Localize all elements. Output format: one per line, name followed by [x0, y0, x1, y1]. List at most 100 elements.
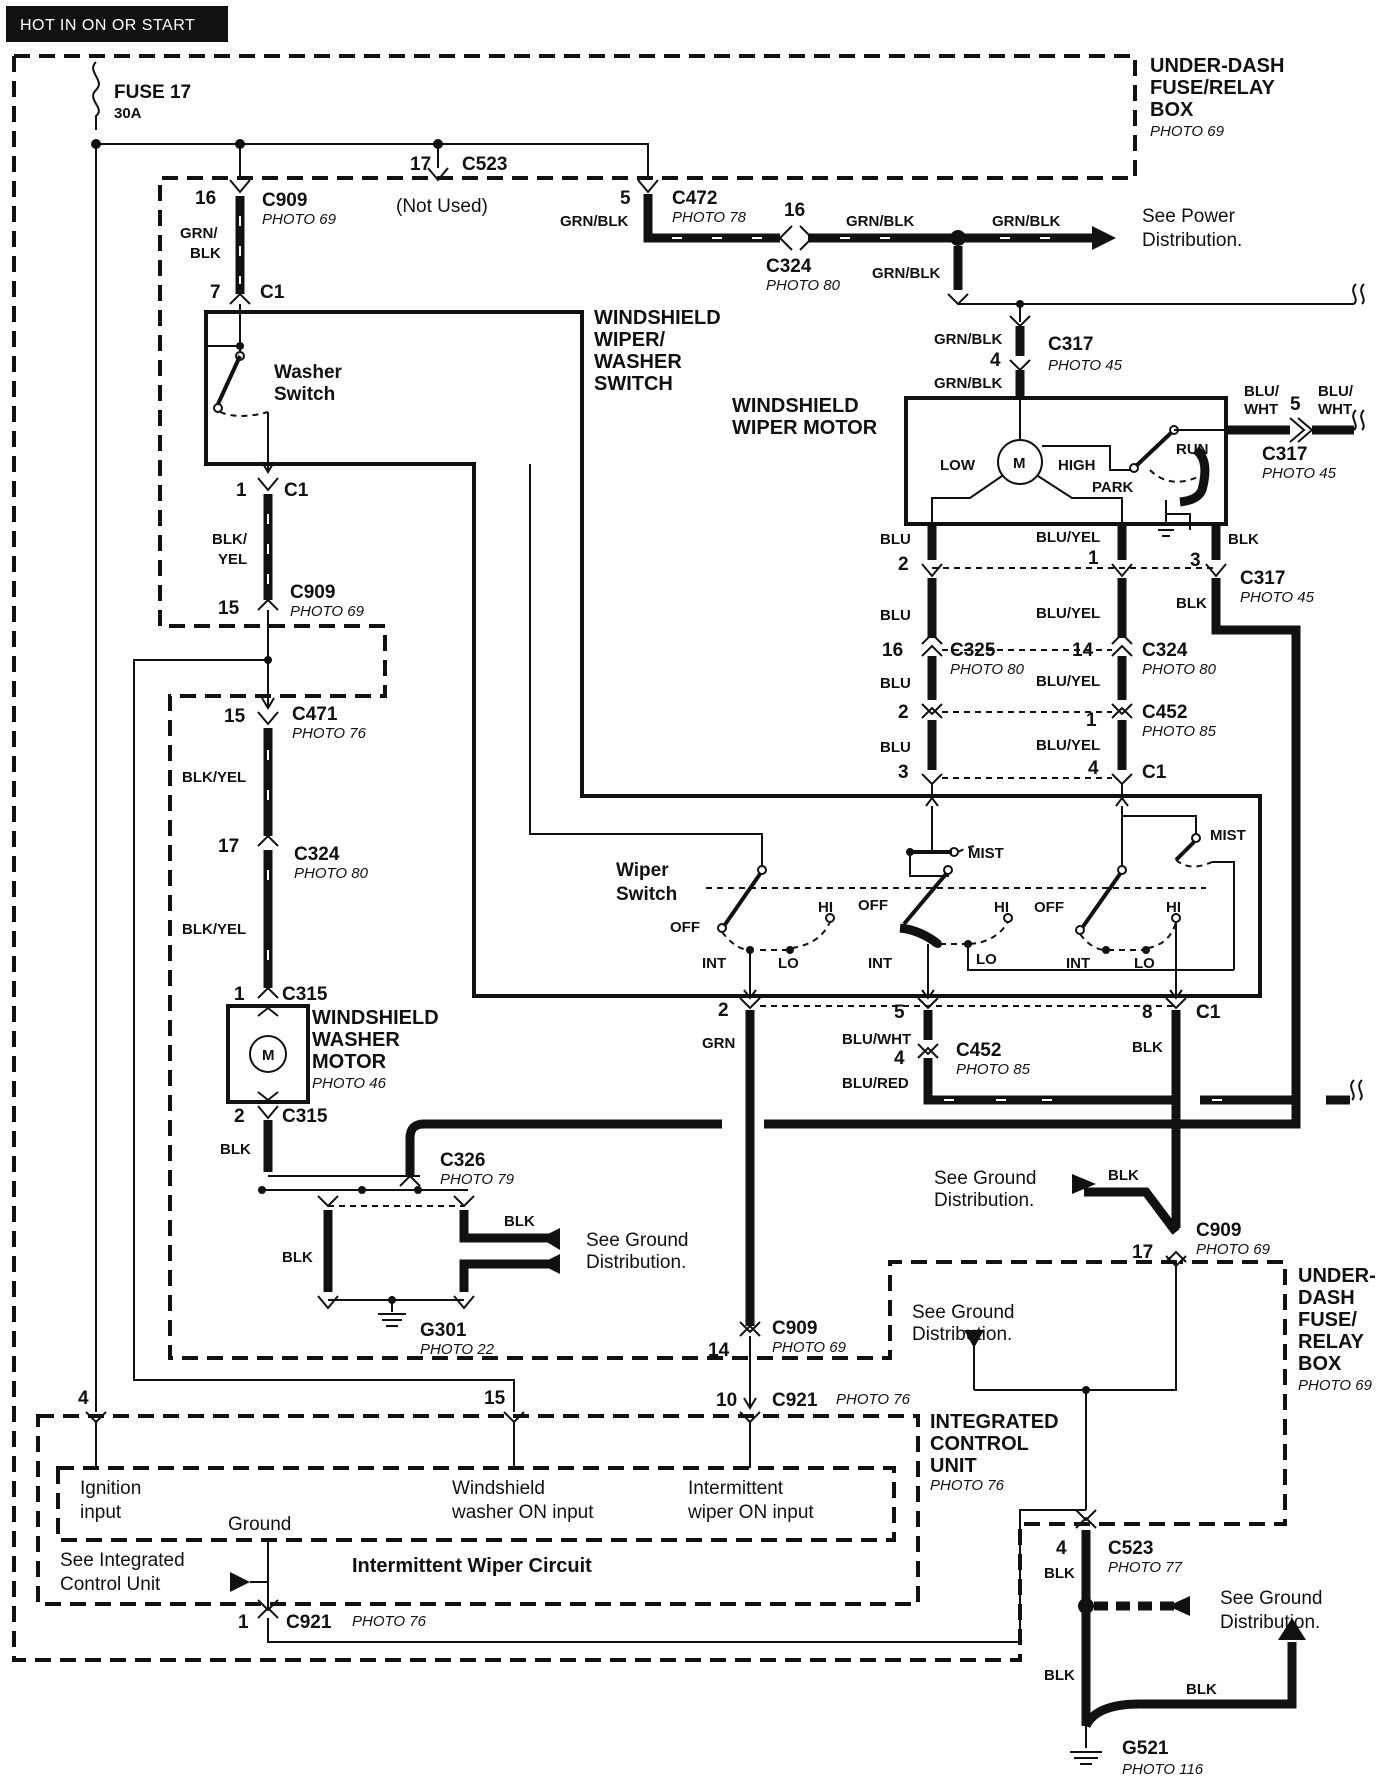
svg-text:Switch: Switch: [274, 384, 335, 405]
svg-text:WHT: WHT: [1318, 401, 1352, 418]
svg-text:C324: C324: [766, 256, 812, 277]
c472-feed: 5 C472 PHOTO 78 GRN/BLK 16 C324 PHOTO 80…: [560, 179, 1365, 308]
svg-text:C1: C1: [1196, 1002, 1221, 1023]
svg-text:C1: C1: [260, 282, 285, 303]
svg-text:C909: C909: [1196, 1220, 1241, 1241]
svg-text:HI: HI: [1166, 899, 1181, 916]
svg-text:MIST: MIST: [1210, 827, 1246, 844]
svg-text:CONTROL: CONTROL: [930, 1433, 1029, 1455]
svg-text:GRN/BLK: GRN/BLK: [846, 213, 914, 230]
svg-text:17: 17: [218, 836, 239, 857]
svg-text:PHOTO 116: PHOTO 116: [1122, 1761, 1204, 1778]
svg-text:BLK/YEL: BLK/YEL: [182, 769, 246, 786]
svg-text:UNIT: UNIT: [930, 1455, 977, 1477]
svg-text:BLU/YEL: BLU/YEL: [1036, 529, 1100, 546]
svg-text:BLK: BLK: [220, 1141, 251, 1158]
svg-text:C324: C324: [1142, 640, 1188, 661]
svg-text:WINDSHIELD: WINDSHIELD: [594, 307, 721, 329]
svg-text:Wiper: Wiper: [616, 860, 669, 881]
svg-text:PHOTO 77: PHOTO 77: [1108, 1559, 1183, 1576]
svg-text:3: 3: [1190, 550, 1201, 571]
svg-text:INT: INT: [1066, 955, 1090, 972]
underdash-top-title: UNDER-DASH FUSE/RELAY BOX PHOTO 69: [1150, 55, 1284, 140]
svg-text:BLK: BLK: [1228, 531, 1259, 548]
svg-text:UNDER-: UNDER-: [1298, 1265, 1376, 1287]
svg-text:BLK: BLK: [1044, 1565, 1075, 1582]
svg-text:PHOTO 45: PHOTO 45: [1048, 357, 1123, 374]
svg-text:INT: INT: [868, 955, 892, 972]
fuse-name: FUSE 17: [114, 82, 191, 103]
svg-text:2: 2: [718, 1000, 729, 1021]
svg-text:G301: G301: [420, 1320, 467, 1341]
svg-text:Ground: Ground: [228, 1514, 291, 1535]
svg-text:17: 17: [1132, 1242, 1153, 1263]
svg-text:15: 15: [224, 706, 246, 727]
svg-text:1: 1: [1086, 710, 1097, 731]
c909-bottom: 14 C909 PHOTO 69 10 C921 PHOTO 76: [708, 1318, 911, 1424]
svg-text:INT: INT: [702, 955, 726, 972]
svg-text:5: 5: [894, 1002, 905, 1023]
svg-text:HIGH: HIGH: [1058, 457, 1096, 474]
svg-text:BLU/YEL: BLU/YEL: [1036, 673, 1100, 690]
fuse-rating: 30A: [114, 105, 142, 122]
svg-text:PHOTO 69: PHOTO 69: [1298, 1377, 1373, 1394]
svg-text:C317: C317: [1262, 444, 1307, 465]
svg-text:Distribution.: Distribution.: [1220, 1612, 1320, 1633]
c909-top: 16 C909 PHOTO 69 GRN/ BLK 7 C1: [180, 179, 337, 305]
svg-text:GRN/BLK: GRN/BLK: [560, 213, 628, 230]
svg-text:DASH: DASH: [1298, 1287, 1355, 1309]
svg-text:WINDSHIELD: WINDSHIELD: [732, 395, 859, 417]
svg-text:C1: C1: [1142, 762, 1167, 783]
svg-text:OFF: OFF: [1034, 899, 1064, 916]
svg-text:BOX: BOX: [1150, 99, 1194, 121]
svg-text:C523: C523: [462, 154, 507, 175]
svg-text:Ignition: Ignition: [80, 1478, 141, 1499]
svg-text:1: 1: [1088, 548, 1099, 569]
svg-text:14: 14: [708, 1340, 730, 1361]
svg-text:15: 15: [484, 1388, 506, 1409]
svg-text:WASHER: WASHER: [312, 1029, 400, 1051]
svg-text:See Ground: See Ground: [586, 1230, 688, 1251]
svg-text:C909: C909: [290, 582, 335, 603]
svg-text:Distribution.: Distribution.: [912, 1324, 1012, 1345]
svg-text:GRN/: GRN/: [180, 225, 218, 242]
svg-text:4: 4: [990, 350, 1001, 371]
svg-text:PHOTO 80: PHOTO 80: [1142, 661, 1217, 678]
svg-text:17: 17: [410, 154, 431, 175]
svg-text:Washer: Washer: [274, 362, 343, 383]
svg-text:PHOTO 76: PHOTO 76: [836, 1391, 911, 1408]
svg-text:GRN/BLK: GRN/BLK: [934, 375, 1002, 392]
svg-text:10: 10: [716, 1390, 737, 1411]
svg-text:3: 3: [898, 762, 909, 783]
svg-text:BLK: BLK: [1186, 1681, 1217, 1698]
svg-text:GRN/BLK: GRN/BLK: [992, 213, 1060, 230]
svg-text:PARK: PARK: [1092, 479, 1134, 496]
svg-text:GRN/BLK: GRN/BLK: [872, 265, 940, 282]
svg-text:M: M: [1013, 455, 1026, 472]
svg-text:BLK: BLK: [1044, 1667, 1075, 1684]
svg-text:BLK: BLK: [282, 1249, 313, 1266]
svg-text:HI: HI: [994, 899, 1009, 916]
svg-text:OFF: OFF: [858, 897, 888, 914]
svg-text:WIPER MOTOR: WIPER MOTOR: [732, 417, 878, 439]
svg-text:washer ON input: washer ON input: [451, 1502, 594, 1523]
svg-text:4: 4: [1056, 1538, 1067, 1559]
svg-text:16: 16: [882, 640, 903, 661]
wiper-switch: Wiper Switch OFF HI INT LO MIST: [529, 464, 1246, 1000]
svg-text:MIST: MIST: [968, 845, 1004, 862]
svg-text:OFF: OFF: [670, 919, 700, 936]
svg-text:GRN/BLK: GRN/BLK: [934, 331, 1002, 348]
wiper-washer-switch-body: [204, 310, 1262, 998]
svg-text:5: 5: [620, 188, 631, 209]
enclosures: [12, 54, 1287, 1662]
c1-washer-out: 1 C1 BLK/ YEL 15 C909 PHOTO 69: [212, 477, 365, 620]
svg-text:PHOTO 45: PHOTO 45: [1240, 589, 1315, 606]
svg-text:Intermittent: Intermittent: [688, 1478, 784, 1499]
svg-text:wiper ON input: wiper ON input: [687, 1502, 814, 1523]
svg-text:M: M: [262, 1047, 275, 1064]
svg-text:BLU: BLU: [880, 607, 911, 624]
svg-text:1: 1: [238, 1612, 249, 1633]
svg-text:C315: C315: [282, 984, 328, 1005]
svg-text:WASHER: WASHER: [594, 351, 682, 373]
c471: 15 C471 PHOTO 76 BLK/YEL 17 C324 PHOTO 8…: [182, 704, 369, 988]
